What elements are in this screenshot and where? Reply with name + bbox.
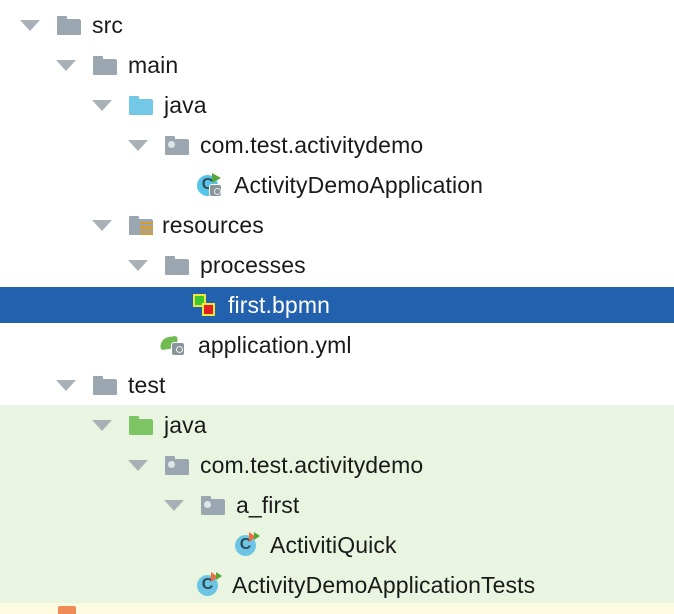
folder-gray-icon (164, 252, 190, 278)
tree-row-application-yml[interactable]: application.yml (0, 325, 674, 365)
tree-row-first-bpmn[interactable]: first.bpmn (0, 287, 674, 323)
folder-test-green-icon (128, 412, 154, 438)
tree-row-src[interactable]: src (0, 5, 674, 45)
chevron-down-icon[interactable] (20, 20, 40, 31)
tree-row-label: java (164, 412, 207, 438)
chevron-down-icon[interactable] (128, 460, 148, 471)
spring-yaml-icon (159, 332, 186, 358)
tree-row-test-package[interactable]: com.test.activitydemo (0, 445, 674, 485)
tree-row-resources[interactable]: resources (0, 205, 674, 245)
package-icon (164, 452, 190, 478)
chevron-down-icon[interactable] (56, 60, 76, 71)
tree-row-activiti-quick[interactable]: C ActivitiQuick (0, 525, 674, 565)
tree-row-label: ActivitiQuick (270, 532, 397, 558)
tree-row-main[interactable]: main (0, 45, 674, 85)
tree-row-a-first[interactable]: a_first (0, 485, 674, 525)
folder-gray-icon (56, 12, 82, 38)
tree-row-main-java[interactable]: java (0, 85, 674, 125)
test-class-icon: C (196, 572, 222, 598)
folder-gray-icon (92, 372, 118, 398)
tree-row-label: test (128, 372, 166, 398)
spring-boot-class-icon: C (196, 172, 222, 198)
chevron-down-icon[interactable] (128, 140, 148, 151)
tree-row-label: ActivityDemoApplication (234, 172, 484, 198)
chevron-down-icon[interactable] (56, 380, 76, 391)
chevron-down-icon[interactable] (164, 500, 184, 511)
tree-row-activity-demo-application[interactable]: C ActivityDemoApplication (0, 165, 674, 205)
tree-row-label: processes (200, 252, 306, 278)
bottom-scope-highlight-band (0, 603, 674, 614)
tree-row-label: java (164, 92, 207, 118)
chevron-down-icon[interactable] (92, 100, 112, 111)
tree-row-label: main (128, 52, 179, 78)
folder-resources-icon (128, 212, 154, 238)
chevron-down-icon[interactable] (128, 260, 148, 271)
chevron-down-icon[interactable] (92, 220, 112, 231)
tree-row-label: a_first (236, 492, 300, 518)
bpmn-file-icon (192, 292, 218, 318)
tree-row-label: ActivityDemoApplicationTests (232, 572, 536, 598)
tree-row-label: src (92, 12, 123, 38)
test-scope-highlight-band (0, 405, 674, 603)
tree-row-test[interactable]: test (0, 365, 674, 405)
tree-row-activity-demo-application-tests[interactable]: C ActivityDemoApplicationTests (0, 565, 674, 605)
tree-row-label: first.bpmn (228, 292, 330, 318)
folder-gray-icon (92, 52, 118, 78)
chevron-down-icon[interactable] (92, 420, 112, 431)
tree-row-test-java[interactable]: java (0, 405, 674, 445)
tree-row-label: com.test.activitydemo (200, 452, 424, 478)
test-class-icon: C (234, 532, 260, 558)
tree-row-label: application.yml (198, 332, 352, 358)
folder-sources-blue-icon (128, 92, 154, 118)
tree-row-processes[interactable]: processes (0, 245, 674, 285)
tree-row-label: resources (162, 212, 264, 238)
clipped-folder-icon (58, 606, 76, 614)
tree-row-label: com.test.activitydemo (200, 132, 424, 158)
tree-row-main-package[interactable]: com.test.activitydemo (0, 125, 674, 165)
package-icon (164, 132, 190, 158)
package-icon (200, 492, 226, 518)
